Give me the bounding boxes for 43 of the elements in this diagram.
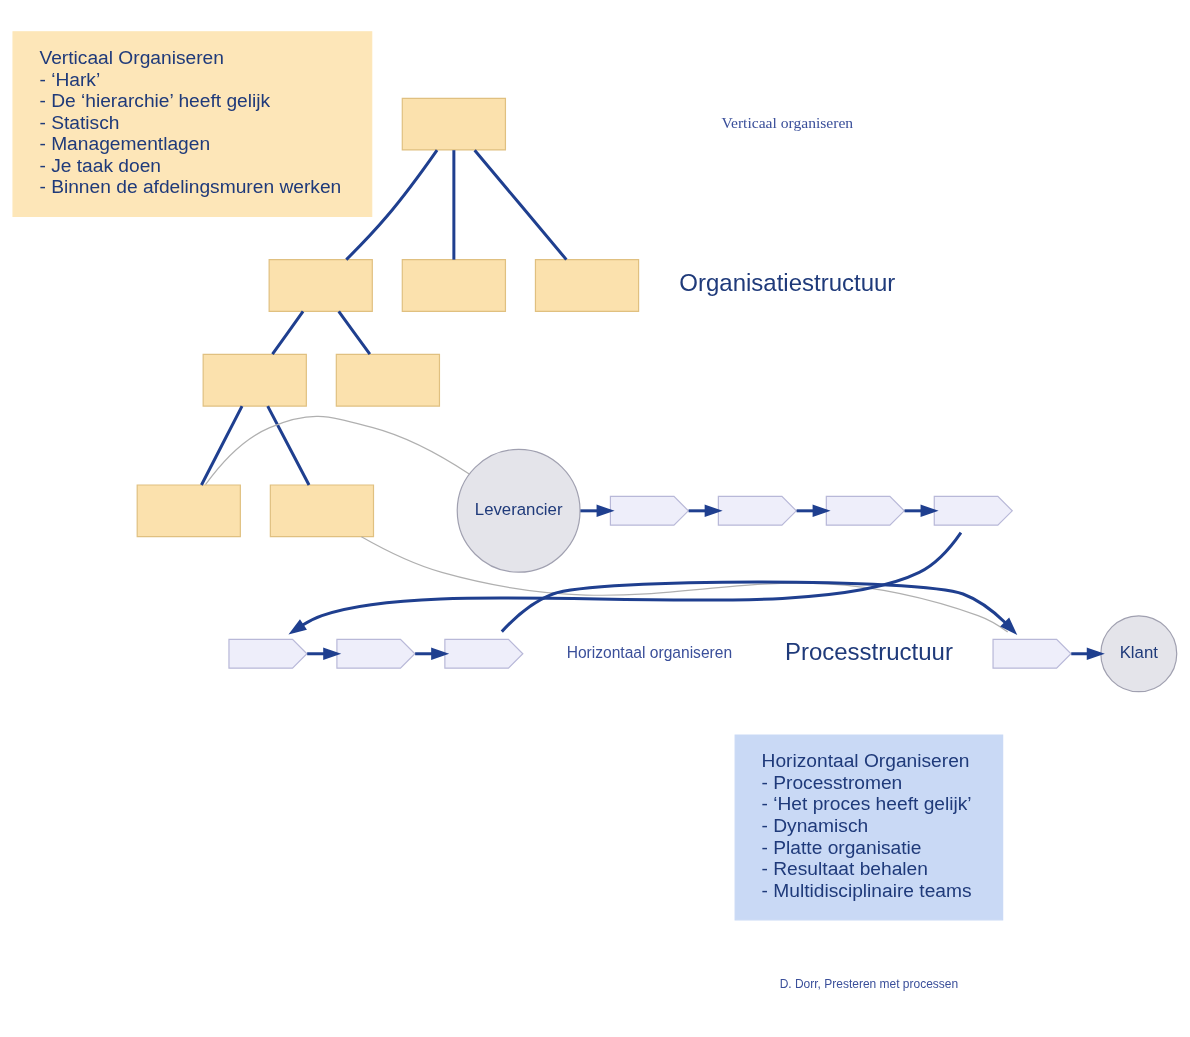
node-box [136, 483, 241, 537]
arrow [580, 504, 615, 517]
node-chevron [336, 638, 416, 669]
node-chevron [933, 495, 1014, 526]
label: D. Dorr, Presteren met processen [779, 976, 959, 991]
label: Processtructuur [784, 637, 953, 665]
node-box: Horizontaal Organiseren - Processtromen - ‘Het proces heeft gelijk’ - Dynamisch - Platte organisatie - Resultaat behalen - Multidisciplinaire teams [734, 734, 1004, 920]
label: Verticaal organiseren [721, 113, 854, 131]
node-chevron [609, 495, 690, 526]
label: Horizontaal organiseren [566, 643, 733, 661]
connector [345, 148, 439, 261]
node-circle: Leverancier [456, 448, 581, 573]
connector [452, 149, 456, 260]
node-chevron [825, 495, 906, 526]
node-chevron [717, 495, 798, 526]
node-box [268, 258, 373, 312]
node-chevron [228, 638, 308, 669]
node-box: Verticaal Organiseren - ‘Hark’ - De ‘hierarchie’ heeft gelijk - Statisch - Managementlagen - Je taak doen - Binnen de afdelingsmuren werken [12, 30, 373, 217]
label: Organisatiestructuur [679, 268, 896, 296]
arrow [500, 580, 1018, 635]
node-box [401, 258, 507, 312]
connector [200, 405, 244, 486]
arrow [288, 531, 963, 634]
arrow [904, 504, 939, 517]
arrow [1071, 646, 1105, 660]
connector [266, 404, 311, 486]
node-box [534, 258, 640, 312]
node-chevron [992, 638, 1072, 669]
connector [360, 535, 1009, 633]
connector [473, 148, 568, 261]
arrow [307, 646, 342, 660]
node-box [401, 97, 507, 151]
arrow [796, 504, 831, 517]
node-box [269, 483, 375, 537]
connector [271, 310, 305, 355]
connector [337, 310, 372, 355]
arrow [415, 646, 450, 660]
connector [204, 415, 470, 485]
arrow [688, 504, 723, 517]
node-box [335, 353, 441, 407]
node-circle: Klant [1100, 614, 1178, 692]
node-chevron [444, 638, 524, 669]
node-box [202, 353, 307, 407]
